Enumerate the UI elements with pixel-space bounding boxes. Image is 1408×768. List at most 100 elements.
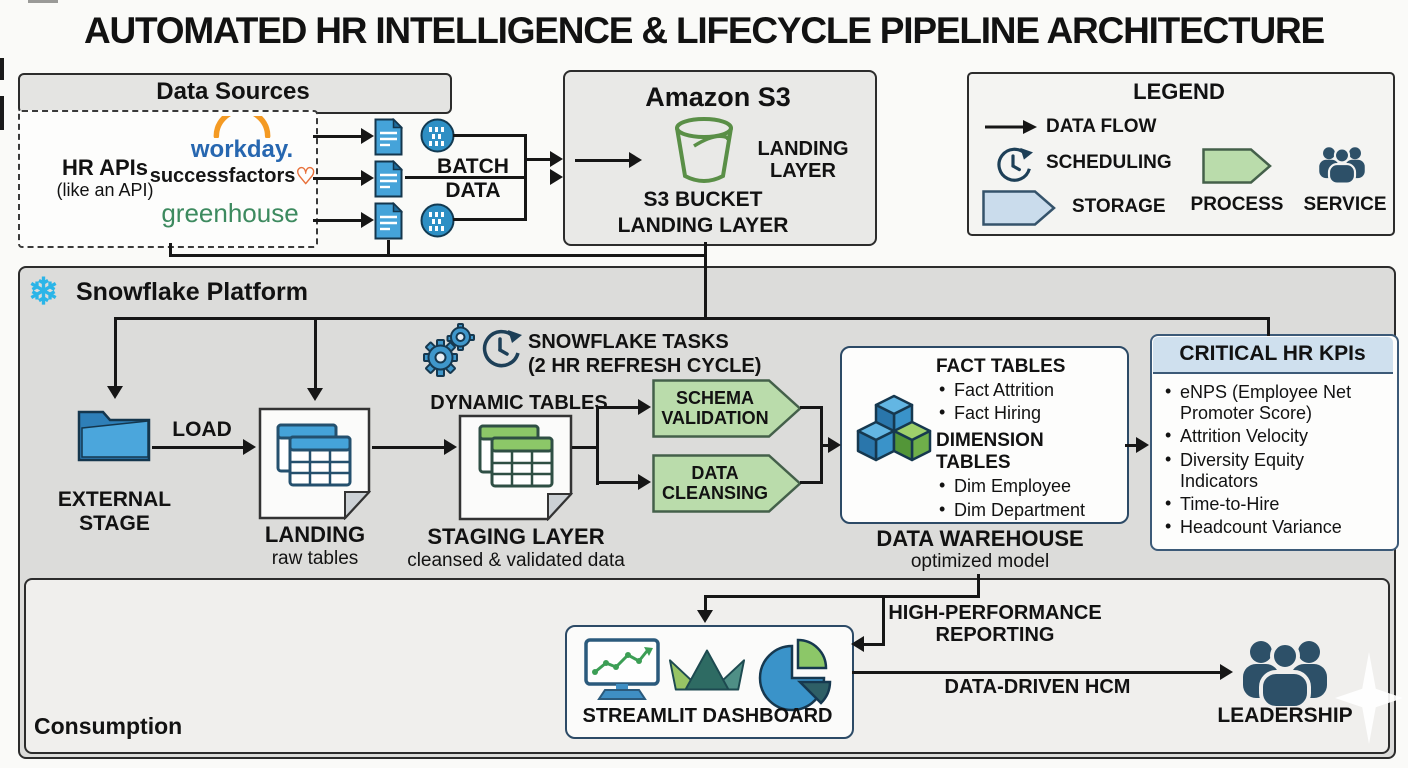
clock-icon xyxy=(993,146,1033,186)
flow-arrowhead xyxy=(828,437,841,453)
edge-artifact xyxy=(0,96,4,130)
s3-landing-layer-label: LANDING LAYER xyxy=(757,138,849,183)
flow-line xyxy=(313,219,363,222)
legend-data-flow: DATA FLOW xyxy=(1046,116,1157,137)
file-icon xyxy=(374,202,403,240)
flow-line xyxy=(1267,317,1270,336)
critical-hr-kpis-title: CRITICAL HR KPIs xyxy=(1179,342,1366,365)
fact-tables-header: FACT TABLES xyxy=(936,356,1066,377)
landing-doc xyxy=(258,407,371,520)
workday-logo: workday. xyxy=(172,116,312,164)
staging-doc xyxy=(458,414,573,521)
streamlit-logo-icon xyxy=(668,646,746,696)
snowflake-tasks-label: SNOWFLAKE TASKS (2 HR REFRESH CYCLE) xyxy=(528,331,762,377)
external-stage-folder-icon xyxy=(76,402,152,462)
leadership-people-icon xyxy=(1237,632,1333,708)
flow-line xyxy=(800,481,823,484)
gears-icon xyxy=(420,322,478,380)
kpi-item: Headcount Variance xyxy=(1162,516,1384,538)
dim-item: Dim Department xyxy=(936,499,1122,521)
edge-artifact xyxy=(28,0,58,3)
flow-arrowhead xyxy=(629,152,642,168)
flow-line xyxy=(1125,444,1139,447)
data-sources-title: Data Sources xyxy=(156,78,310,105)
flow-arrowhead xyxy=(851,636,864,652)
flow-line xyxy=(169,243,172,256)
legend-scheduling: SCHEDULING xyxy=(1046,152,1172,173)
refresh-clock-icon xyxy=(478,328,522,372)
workday-arc-icon xyxy=(213,116,271,138)
flow-line xyxy=(453,218,527,221)
batch-data-label: BATCH DATA xyxy=(437,155,509,202)
flow-line xyxy=(977,574,980,598)
flow-arrowhead xyxy=(550,151,563,167)
arrow-icon xyxy=(985,118,1037,136)
file-icon xyxy=(374,160,403,198)
successfactors-wordmark: successfactors xyxy=(149,165,296,187)
monitor-chart-icon xyxy=(583,638,661,702)
flow-line xyxy=(572,446,598,449)
snowflake-platform-title: Snowflake Platform xyxy=(76,278,308,306)
schema-validation-label: SCHEMA VALIDATION xyxy=(661,388,769,429)
flow-line xyxy=(864,643,885,646)
legend-process: PROCESS xyxy=(1190,194,1284,215)
hcm-label: DATA-DRIVEN HCM xyxy=(944,676,1131,698)
kpi-item: Attrition Velocity xyxy=(1162,425,1384,447)
workday-wordmark: workday. xyxy=(190,136,294,163)
snowflake-icon: ❄ xyxy=(28,271,60,312)
kpi-item: Diversity Equity Indicators xyxy=(1162,449,1384,492)
flow-arrowhead xyxy=(638,474,651,490)
flow-arrowhead xyxy=(1220,664,1233,680)
process-shape-icon xyxy=(1202,148,1272,184)
staging-subtitle: cleansed & validated data xyxy=(407,550,625,571)
flow-line xyxy=(387,240,390,256)
flow-line xyxy=(704,595,707,612)
flow-line xyxy=(313,177,363,180)
flow-arrowhead xyxy=(361,212,374,228)
hr-apis-title: HR APIs xyxy=(62,155,148,180)
data-warehouse-subtitle: optimized model xyxy=(910,551,1050,572)
hr-apis-subtitle: (like an API) xyxy=(56,180,154,200)
edge-artifact xyxy=(0,58,4,80)
streamlit-dashboard-title: STREAMLIT DASHBOARD xyxy=(582,705,833,727)
greenhouse-logo: greenhouse xyxy=(161,198,299,228)
flow-arrowhead xyxy=(550,169,563,185)
flow-line xyxy=(169,254,707,257)
data-cleansing-shape xyxy=(652,454,802,513)
consumption-label: Consumption xyxy=(34,713,183,739)
landing-title: LANDING xyxy=(264,522,366,547)
flow-line xyxy=(152,446,245,449)
kpi-item: eNPS (Employee Net Promoter Score) xyxy=(1162,381,1384,424)
cubes-icon xyxy=(850,388,934,480)
legend-service: SERVICE xyxy=(1303,194,1387,215)
warehouse-tables-text: FACT TABLES Fact Attrition Fact Hiring D… xyxy=(936,356,1122,523)
flow-arrowhead xyxy=(107,386,123,399)
amazon-s3-box xyxy=(563,70,877,246)
flow-line xyxy=(704,595,980,598)
dynamic-tables-label: DYNAMIC TABLES xyxy=(430,392,608,414)
external-stage-label: EXTERNAL STAGE xyxy=(57,488,172,535)
flow-line xyxy=(313,135,363,138)
flow-line xyxy=(524,158,552,161)
flow-arrowhead xyxy=(361,170,374,186)
page-title: AUTOMATED HR INTELLIGENCE & LIFECYCLE PI… xyxy=(84,10,1325,51)
flow-line xyxy=(453,134,527,137)
heart-icon: ♡ xyxy=(295,163,316,189)
fact-item: Fact Hiring xyxy=(936,402,1122,424)
flow-line xyxy=(596,481,640,484)
flow-arrowhead xyxy=(307,388,323,401)
dimension-tables-header: DIMENSION TABLES xyxy=(936,430,1044,474)
s3-bucket-icon xyxy=(668,114,740,190)
flow-line xyxy=(820,444,830,447)
flow-line xyxy=(314,317,317,390)
flow-line xyxy=(704,242,707,320)
s3-caption-2: LANDING LAYER xyxy=(617,214,789,237)
storage-shape-icon xyxy=(982,190,1056,226)
flow-line xyxy=(405,176,527,179)
kpi-list: eNPS (Employee Net Promoter Score) Attri… xyxy=(1162,380,1384,541)
flow-line xyxy=(596,407,599,485)
legend-storage: STORAGE xyxy=(1072,196,1166,217)
leadership-label: LEADERSHIP xyxy=(1217,704,1353,727)
binary-data-icon xyxy=(420,118,455,153)
